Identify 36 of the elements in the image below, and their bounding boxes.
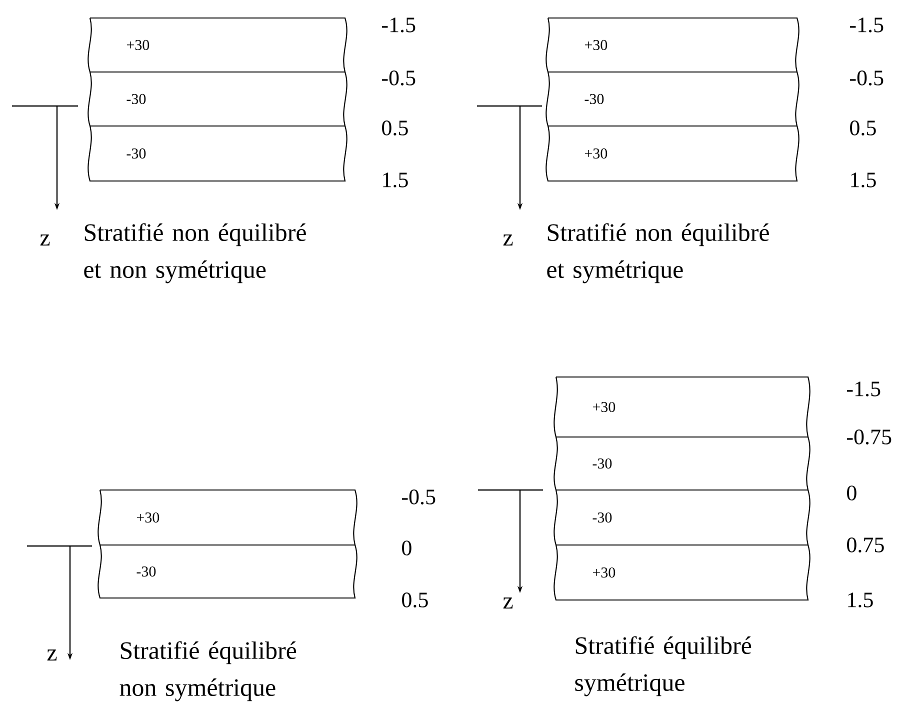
coordinate-label: 1.5 [383,172,408,188]
coordinate-label: 1.5 [851,172,876,188]
axis-label: z [503,234,513,246]
coordinate-label: -1.5 [847,382,880,396]
ply-layer: +30 [88,17,348,73]
coordinate-label: 0.5 [850,120,876,136]
coordinate-label: -1.5 [850,18,884,32]
ply-layer: +30 [554,376,810,438]
coordinate-label: -0.75 [847,430,892,444]
coordinate-label: 0.5 [382,120,408,136]
coordinate-label: -1.5 [382,18,416,32]
caption: Stratifié équilibré symétrique [575,636,752,696]
ply-layer: +30 [98,489,358,546]
ply-layer: +30 [546,125,800,182]
ply-layer: +30 [554,544,810,601]
ply-layer: -30 [554,489,810,546]
caption: Stratifié non équilibré et non symétrique [84,223,306,284]
ply-layer: -30 [88,71,348,127]
coordinate-label: 0 [402,540,412,556]
coordinate-label: 0.5 [402,592,428,608]
coordinate-label: -0.5 [850,70,884,86]
coordinate-label: -0.5 [402,490,436,504]
axis-label: z [503,598,513,608]
ply-layer: -30 [546,71,800,127]
coordinate-label: -0.5 [382,70,416,86]
caption: Stratifié équilibré non symétrique [120,641,296,702]
ply-layer: -30 [88,125,348,182]
ply-layer: +30 [546,17,800,73]
coordinate-label: 1.5 [848,592,873,608]
ply-layer: -30 [554,436,810,491]
caption: Stratifié non équilibré et symétrique [547,223,769,284]
axis-label: z [47,650,57,660]
ply-layer: -30 [98,544,358,599]
coordinate-label: 0.75 [847,538,884,552]
axis-label: z [40,234,50,246]
coordinate-label: 0 [847,486,856,500]
